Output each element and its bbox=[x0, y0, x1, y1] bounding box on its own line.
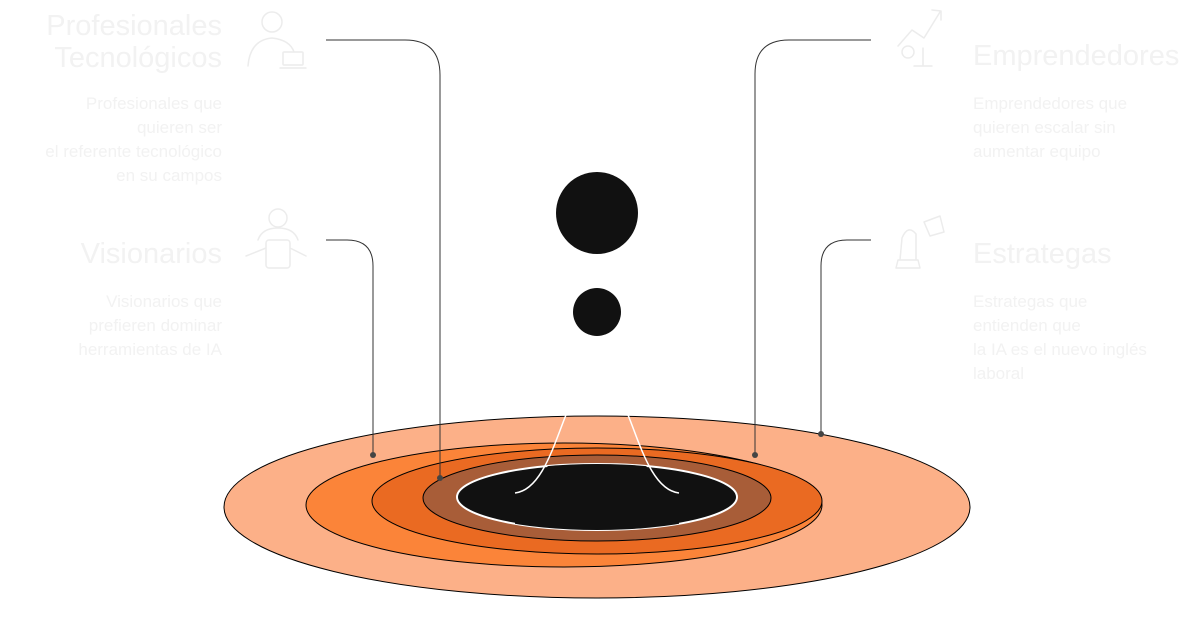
segment-vision-desc: Visionarios que prefieren dominar herram… bbox=[78, 290, 222, 362]
connector-dot-entre bbox=[752, 452, 758, 458]
desc-line: Estrategas que bbox=[973, 292, 1088, 311]
drop-large bbox=[556, 172, 638, 254]
connector-tech bbox=[326, 39, 441, 478]
desc-line: en su campos bbox=[116, 166, 222, 185]
segment-entre-desc: Emprendedores que quieren escalar sin au… bbox=[973, 92, 1179, 164]
segment-estra: Estrategas Estrategas que entienden que … bbox=[973, 238, 1147, 386]
title-line: Emprendedores bbox=[973, 40, 1180, 72]
desc-line: prefieren dominar bbox=[88, 316, 222, 335]
connector-dot-vision bbox=[370, 452, 376, 458]
title-line: Estrategas bbox=[973, 238, 1112, 270]
title-line: Profesionales bbox=[46, 10, 222, 42]
professional-laptop-icon bbox=[247, 11, 307, 69]
connector-vision bbox=[326, 239, 374, 455]
desc-line: Visionarios que bbox=[106, 292, 222, 311]
desc-line: herramientas de IA bbox=[78, 340, 222, 359]
strategist-chess-icon bbox=[895, 215, 945, 269]
desc-line: entienden que bbox=[973, 316, 1081, 335]
connector-entre bbox=[754, 39, 871, 455]
title-line: Visionarios bbox=[80, 238, 222, 270]
desc-line: la IA es el nuevo inglés bbox=[973, 340, 1147, 359]
splash-edge-right bbox=[596, 374, 680, 494]
segment-estra-desc: Estrategas que entienden que la IA es el… bbox=[973, 290, 1147, 386]
splash-column bbox=[515, 464, 679, 530]
desc-line: el referente tecnológico bbox=[45, 142, 222, 161]
connector-estra bbox=[820, 239, 871, 434]
segment-tech-desc: Profesionales que quieren ser el referen… bbox=[45, 92, 222, 188]
segment-entre-title: Emprendedores bbox=[973, 40, 1179, 72]
title-line: Tecnológicos bbox=[54, 42, 222, 74]
segment-tech-title: Profesionales Tecnológicos bbox=[45, 10, 222, 74]
desc-line: aumentar equipo bbox=[973, 142, 1101, 161]
segment-entre: Emprendedores Emprendedores que quieren … bbox=[973, 40, 1179, 164]
desc-line: quieren escalar sin bbox=[973, 118, 1116, 137]
segment-tech: Profesionales Tecnológicos Profesionales… bbox=[45, 10, 222, 188]
growth-chart-icon bbox=[897, 9, 942, 67]
desc-line: Profesionales que bbox=[85, 94, 222, 113]
drop-small bbox=[573, 288, 621, 336]
connector-dot-tech bbox=[437, 475, 443, 481]
segment-estra-title: Estrategas bbox=[973, 238, 1147, 270]
desc-line: Emprendedores que bbox=[973, 94, 1128, 113]
visionary-person-icon bbox=[245, 208, 307, 269]
segment-vision-title: Visionarios bbox=[78, 238, 222, 270]
desc-line: laboral bbox=[973, 364, 1025, 383]
desc-line: quieren ser bbox=[136, 118, 222, 137]
splash-edge-left bbox=[514, 374, 598, 494]
segment-vision: Visionarios Visionarios que prefieren do… bbox=[78, 238, 222, 362]
connector-dot-estra bbox=[818, 431, 824, 437]
